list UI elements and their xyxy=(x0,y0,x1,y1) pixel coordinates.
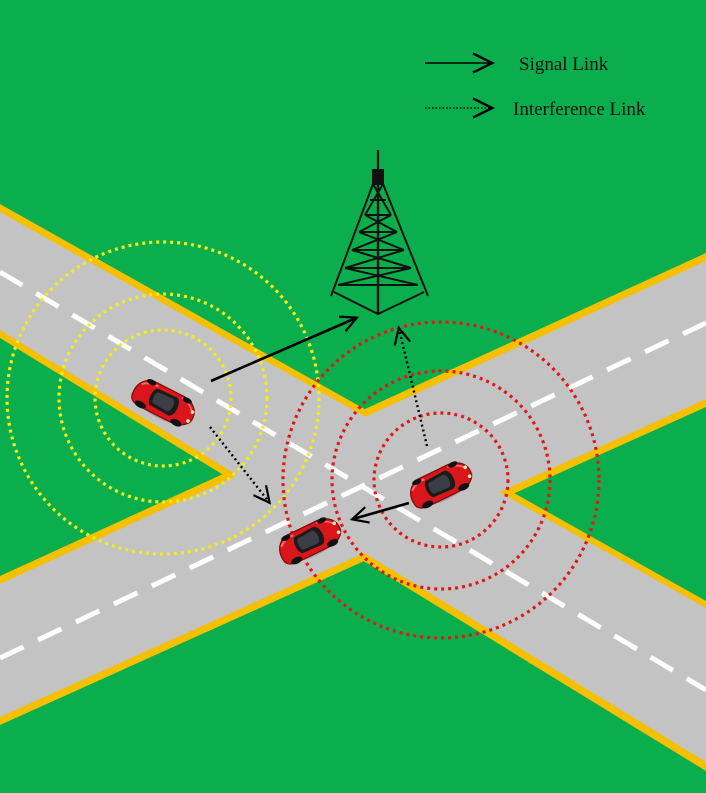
signal-link-arrow xyxy=(353,501,410,519)
interference-link-arrow xyxy=(209,426,269,502)
red-zone-middle-ring xyxy=(330,369,552,591)
yellow-zone-inner-ring xyxy=(93,328,233,468)
legend-interference-label: Interference Link xyxy=(513,99,646,120)
legend: Signal Link Interference Link xyxy=(425,54,646,120)
red-zone-outer-ring xyxy=(281,320,601,640)
yellow-zone-outer-ring xyxy=(5,240,321,556)
yellow-coverage-zone xyxy=(5,240,321,556)
lane-marking-b xyxy=(0,320,706,661)
yellow-zone-middle-ring xyxy=(57,292,269,504)
legend-signal-label: Signal Link xyxy=(519,54,609,75)
red-zone-inner-ring xyxy=(372,411,510,549)
signal-link-arrow xyxy=(210,318,356,383)
red-coverage-zone xyxy=(281,320,601,640)
lane-marking-a xyxy=(0,269,706,693)
cell-tower-icon xyxy=(330,150,429,316)
interference-link-arrow xyxy=(399,329,429,447)
